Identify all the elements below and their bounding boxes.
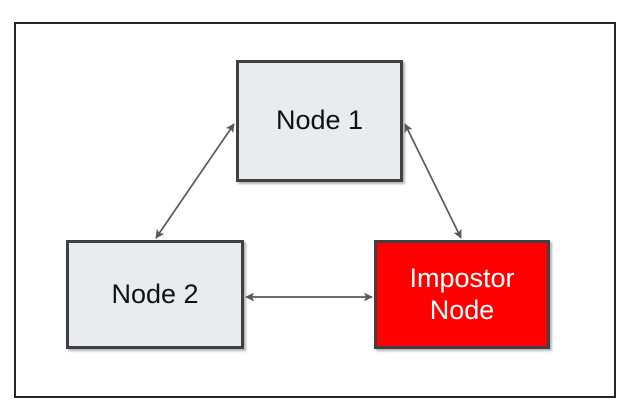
node-impostor-node[interactable]: Impostor Node [374, 240, 550, 349]
node-impostor-label: Impostor Node [409, 263, 515, 325]
node-1-label: Node 1 [275, 105, 364, 136]
node-2-label: Node 2 [111, 278, 199, 309]
node-node-1[interactable]: Node 1 [236, 60, 403, 182]
node-node-2[interactable]: Node 2 [66, 240, 244, 349]
